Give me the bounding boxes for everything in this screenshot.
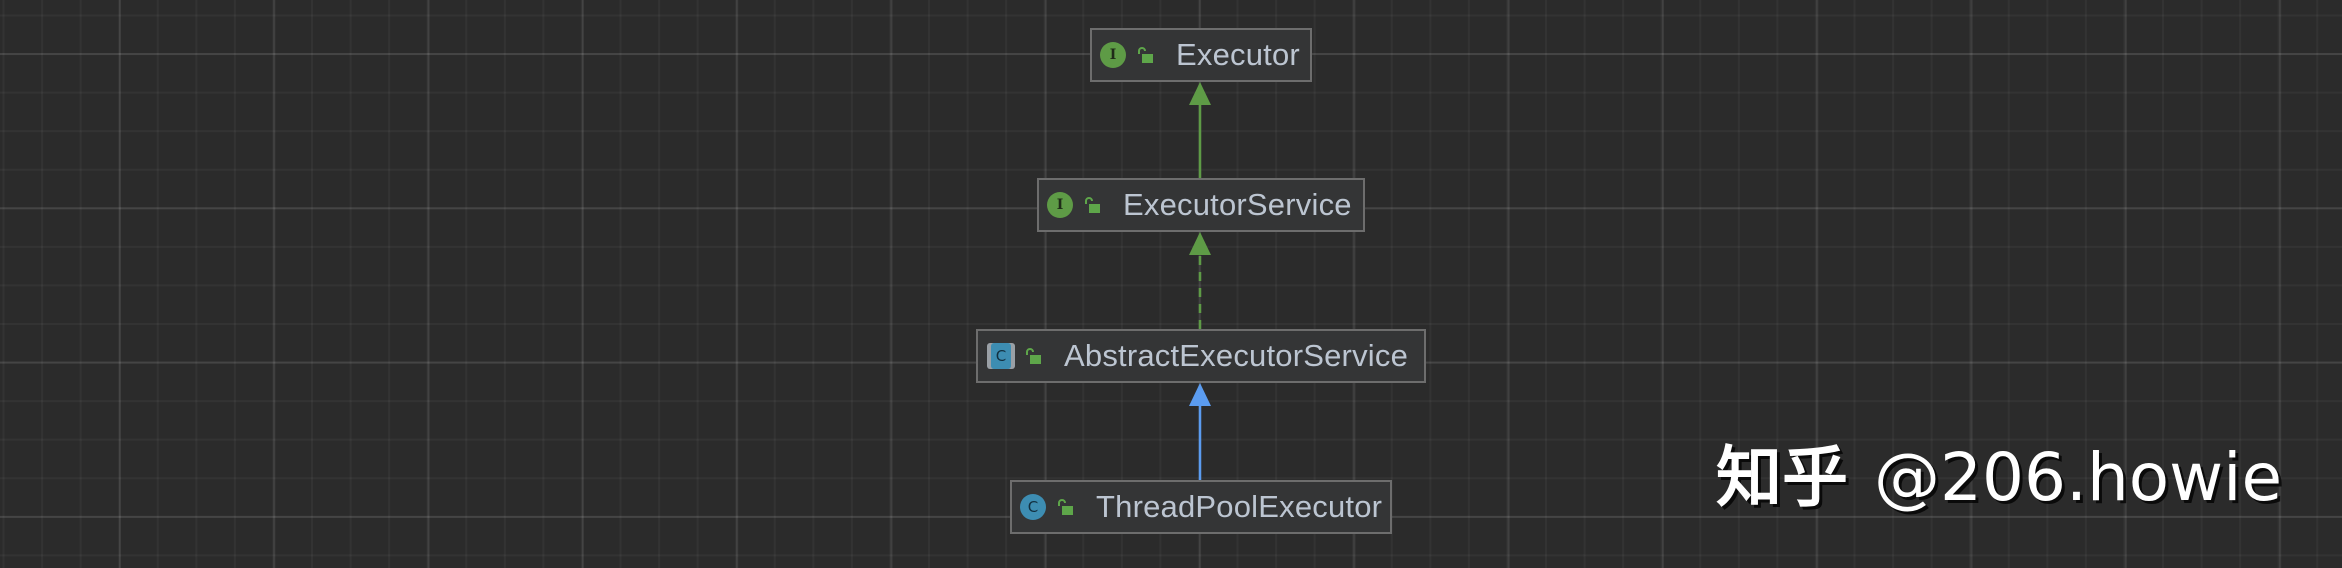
node-label: ExecutorService [1123, 187, 1352, 222]
watermark-handle: @206.howie [1874, 439, 2283, 516]
node-executor[interactable]: I Executor [1090, 28, 1312, 82]
arrowhead-icon [1189, 232, 1211, 255]
arrowhead-icon [1189, 82, 1211, 105]
watermark: 知乎 @206.howie [1716, 424, 2282, 520]
node-executor-service[interactable]: I ExecutorService [1037, 178, 1365, 232]
edge-abstractexecutorservice-implements-executorservice [1189, 232, 1211, 329]
unlocked-padlock-icon [1085, 197, 1100, 213]
unlocked-padlock-icon [1138, 47, 1153, 63]
edge-threadpoolexecutor-extends-abstractexecutorservice [1189, 383, 1211, 480]
class-icon: C [1020, 494, 1046, 520]
node-thread-pool-executor[interactable]: C ThreadPoolExecutor [1010, 480, 1392, 534]
edge-executorservice-extends-executor [1189, 82, 1211, 178]
interface-icon: I [1047, 192, 1073, 218]
unlocked-padlock-icon [1058, 499, 1073, 515]
watermark-site: 知乎 [1716, 439, 1848, 516]
unlocked-padlock-icon [1026, 348, 1041, 364]
node-label: Executor [1176, 37, 1300, 72]
node-label: ThreadPoolExecutor [1096, 489, 1383, 524]
node-label: AbstractExecutorService [1064, 338, 1409, 373]
arrowhead-icon [1189, 383, 1211, 406]
abstract-class-icon: C [991, 343, 1011, 369]
interface-icon: I [1100, 42, 1126, 68]
node-abstract-executor-service[interactable]: C AbstractExecutorService [976, 329, 1426, 383]
